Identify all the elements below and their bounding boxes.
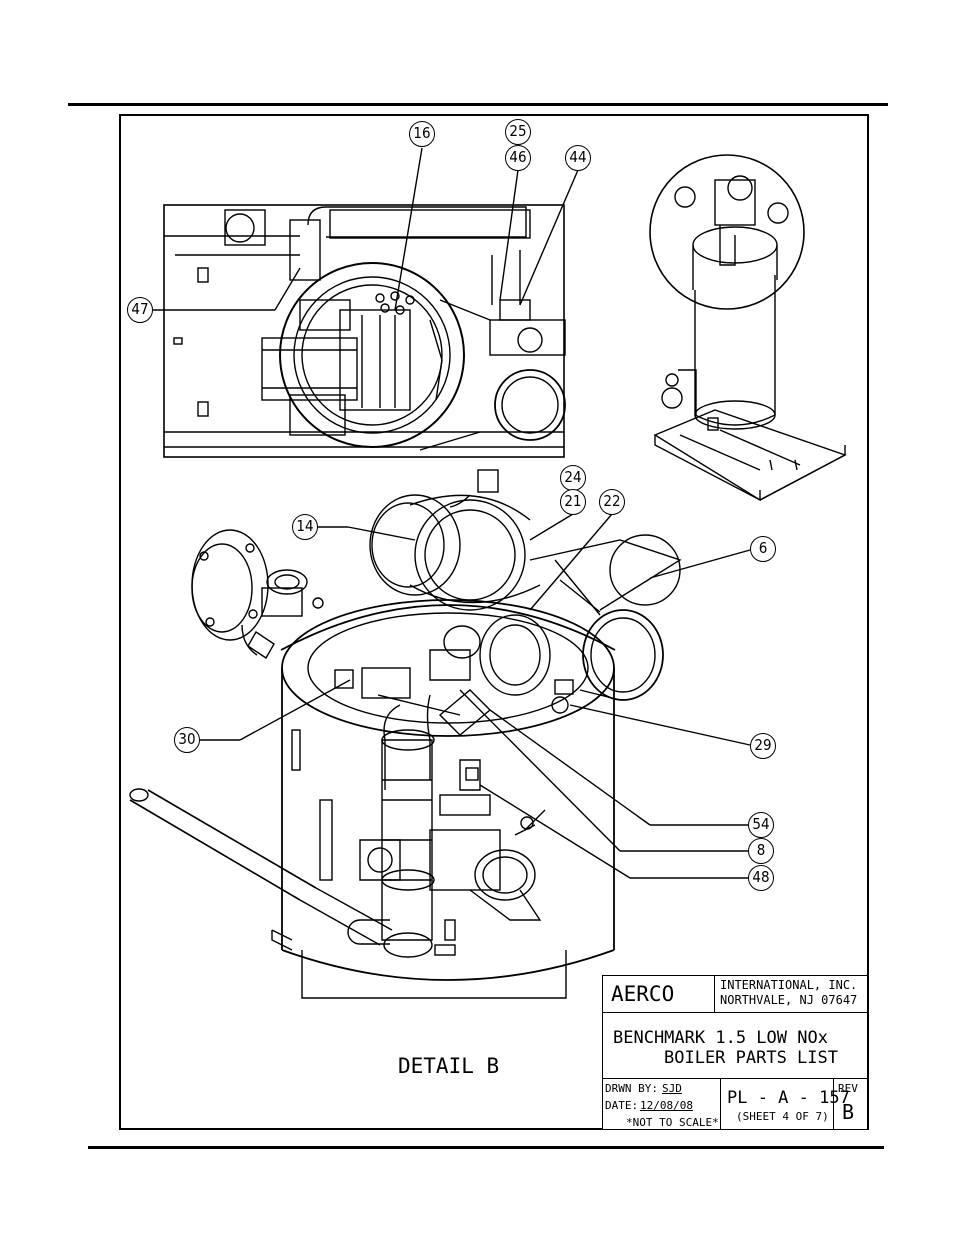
- date-value: 12/08/08: [640, 1099, 693, 1112]
- revision-label: REV: [838, 1082, 858, 1095]
- revision-value: B: [842, 1100, 854, 1124]
- callout-6: 6: [750, 536, 776, 562]
- callout-44: 44: [565, 145, 591, 171]
- callout-24: 24: [560, 465, 586, 491]
- drawing-title-line-2: BOILER PARTS LIST: [664, 1048, 838, 1068]
- callout-29: 29: [750, 733, 776, 759]
- callout-46: 46: [505, 145, 531, 171]
- callout-8: 8: [748, 838, 774, 864]
- sheet-number: (SHEET 4 OF 7): [736, 1110, 829, 1123]
- callout-22: 22: [599, 489, 625, 515]
- callout-16: 16: [409, 121, 435, 147]
- document-number: PL - A - 157: [727, 1088, 850, 1108]
- detail-label: DETAIL B: [398, 1054, 499, 1078]
- callout-30: 30: [174, 727, 200, 753]
- drawn-by-label: DRWN BY:: [605, 1082, 658, 1095]
- callout-21: 21: [560, 489, 586, 515]
- callout-48: 48: [748, 865, 774, 891]
- top-view: [164, 205, 565, 457]
- callout-47: 47: [127, 297, 153, 323]
- company-line-1: INTERNATIONAL, INC.: [720, 978, 857, 992]
- callout-54: 54: [748, 812, 774, 838]
- callout-25: 25: [505, 119, 531, 145]
- drawing-title-line-1: BENCHMARK 1.5 LOW NOx: [613, 1028, 828, 1048]
- detail-view: [130, 148, 750, 998]
- callout-14: 14: [292, 514, 318, 540]
- company-line-2: NORTHVALE, NJ 07647: [720, 993, 857, 1007]
- date-label: DATE:: [605, 1099, 638, 1112]
- scale-note: *NOT TO SCALE*: [626, 1116, 719, 1129]
- drawn-by-value: SJD: [662, 1082, 682, 1095]
- company-logo: AERCO: [611, 982, 674, 1006]
- overview-view: [650, 155, 845, 500]
